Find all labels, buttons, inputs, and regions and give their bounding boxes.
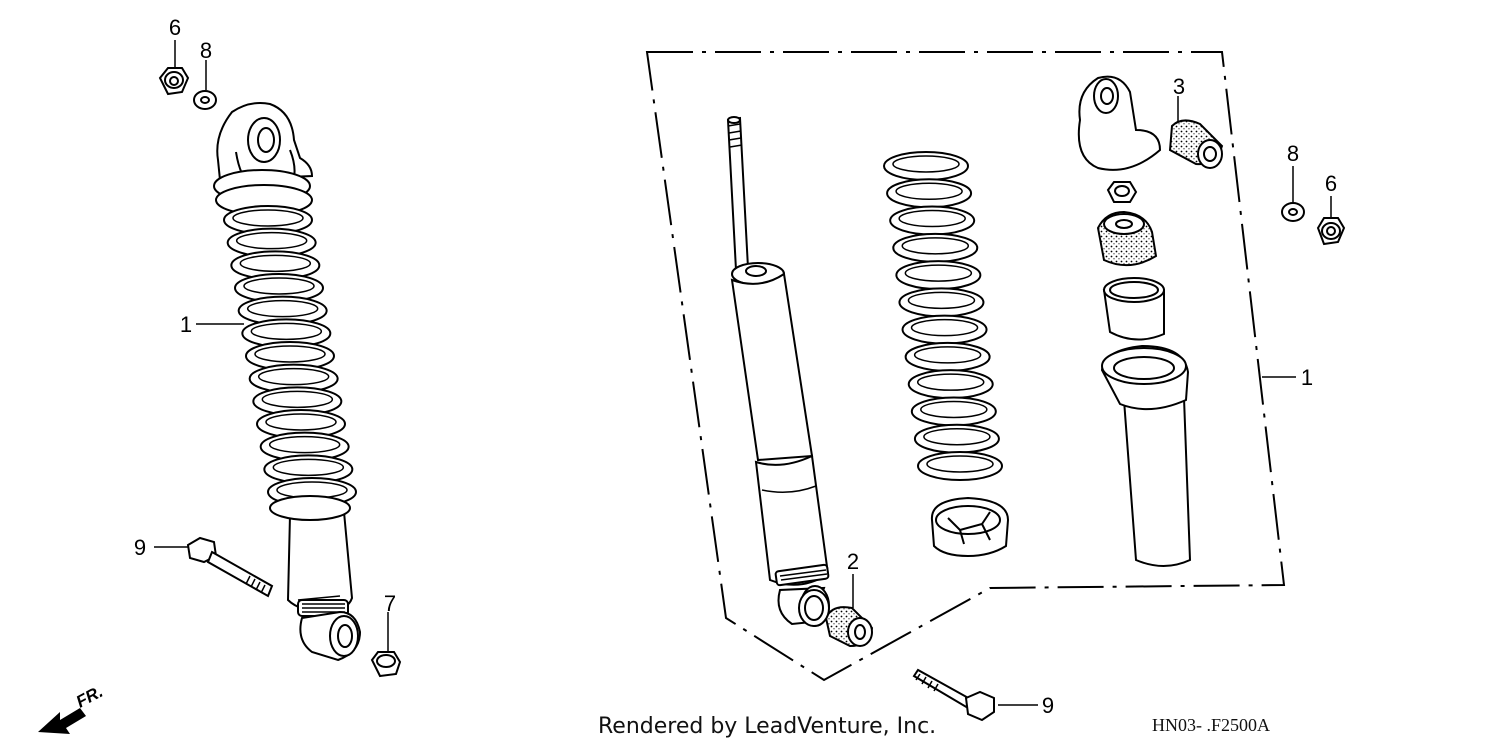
- nut-6-left[interactable]: [158, 67, 190, 96]
- spring-coil-inner: [904, 264, 973, 282]
- diagram-code: HN03- .F2500A: [1152, 715, 1271, 735]
- callout-3[interactable]: 3: [1173, 74, 1185, 99]
- nut-6-right[interactable]: [1316, 217, 1346, 246]
- spring-coil-inner: [268, 435, 341, 454]
- spring-coil-inner: [910, 318, 979, 337]
- spring-coil-inner: [923, 427, 991, 446]
- washer-8-left[interactable]: [193, 90, 217, 110]
- credit-text: Rendered by LeadVenture, Inc.: [598, 714, 937, 739]
- nut-7-left[interactable]: [370, 651, 402, 678]
- spring-coil-inner: [235, 231, 308, 250]
- dust-boot[interactable]: [1100, 344, 1192, 567]
- leader-lines: [154, 40, 1332, 706]
- callout-9-left[interactable]: 9: [134, 535, 146, 560]
- damper-unit[interactable]: [726, 116, 830, 627]
- spring-coil-inner: [895, 182, 963, 201]
- spring-coil-inner: [254, 345, 326, 363]
- spring-coil-inner: [892, 155, 960, 173]
- spring-coil-inner: [239, 254, 312, 273]
- bolt-9-left[interactable]: [186, 536, 274, 598]
- upper-mount[interactable]: [1077, 75, 1162, 171]
- spring-coil-inner: [920, 400, 988, 419]
- callout-9-bottom[interactable]: 9: [1042, 693, 1054, 718]
- spring-coil-inner: [907, 291, 976, 310]
- spring-coil-inner: [916, 373, 985, 391]
- spring-coil-inner: [913, 346, 982, 364]
- spring-coil-inner: [926, 455, 994, 473]
- spring-coil-inner: [257, 367, 330, 386]
- bump-rubber[interactable]: [1096, 210, 1158, 267]
- callout-8-left[interactable]: 8: [200, 38, 212, 63]
- direction-label: FR.: [73, 682, 106, 712]
- callout-8-right[interactable]: 8: [1287, 141, 1299, 166]
- spring-coil-inner: [265, 413, 337, 431]
- callout-7-left[interactable]: 7: [384, 591, 396, 616]
- spring-coil-inner: [250, 322, 323, 341]
- bolt-9-bottom[interactable]: [912, 668, 995, 722]
- assembled-spring: [223, 205, 357, 507]
- assembled-shock-absorber[interactable]: [213, 102, 362, 662]
- callout-6-left[interactable]: 6: [169, 15, 181, 40]
- callout-2[interactable]: 2: [847, 549, 859, 574]
- exploded-view-boundary: [645, 51, 1286, 682]
- collar[interactable]: [798, 589, 830, 627]
- callout-1-right[interactable]: 1: [1301, 365, 1313, 390]
- spring-coil-inner: [232, 209, 304, 227]
- spring-coil-inner: [261, 390, 334, 409]
- exploded-spring[interactable]: [883, 151, 1003, 481]
- callout-1-left[interactable]: 1: [180, 312, 192, 337]
- center-nut[interactable]: [1106, 181, 1138, 203]
- washer-8-right[interactable]: [1281, 202, 1305, 222]
- spring-coil-inner: [272, 458, 345, 477]
- callout-6-right[interactable]: 6: [1325, 171, 1337, 196]
- spring-seat[interactable]: [930, 496, 1010, 558]
- spring-stopper[interactable]: [1102, 277, 1165, 341]
- spring-coil-inner: [901, 237, 970, 255]
- bushing-3[interactable]: [1168, 119, 1224, 169]
- spring-coil-inner: [898, 209, 966, 228]
- bushing-2[interactable]: [824, 606, 874, 648]
- spring-coil-inner: [246, 299, 319, 318]
- spring-coil-inner: [243, 277, 315, 295]
- front-direction-arrow: [38, 708, 86, 734]
- spring-lower-seat: [269, 495, 351, 521]
